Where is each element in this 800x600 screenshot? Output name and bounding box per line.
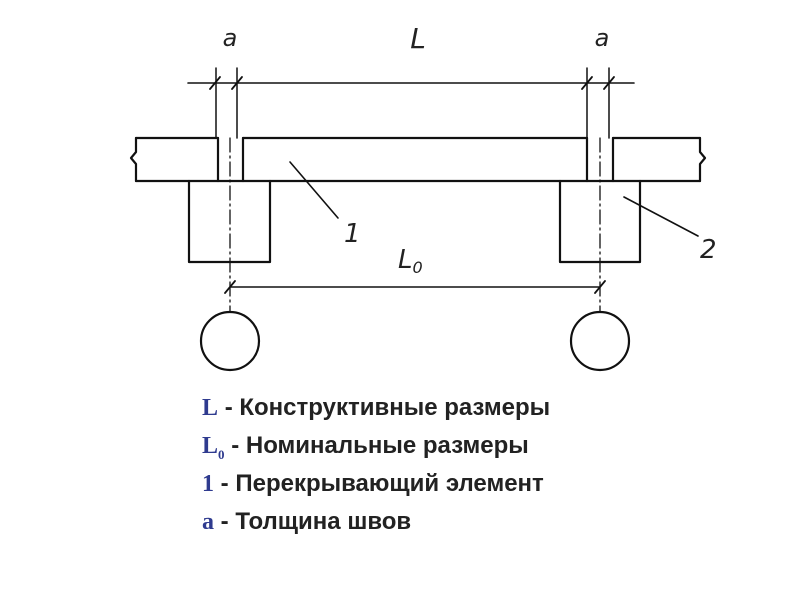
legend-item-L0: L0 - Номинальные размеры [202, 427, 550, 465]
legend-symbol: 1 [202, 471, 214, 497]
legend-subscript: 0 [218, 446, 225, 462]
legend: L - Конструктивные размеры L0 - Номиналь… [202, 389, 550, 541]
legend-dash: - [220, 508, 229, 535]
right-axis-circle [569, 310, 631, 372]
legend-dash: - [224, 394, 233, 421]
dim-label-a-right: a [595, 24, 610, 52]
legend-dash: - [220, 470, 229, 497]
callout-2: 2 [700, 235, 717, 265]
legend-item-a: a - Толщина швов [202, 503, 550, 541]
legend-text: Толщина швов [235, 508, 412, 535]
callout-1: 1 [344, 219, 361, 249]
slab-overlapping-element [129, 136, 707, 183]
leader-line-2 [623, 196, 699, 237]
legend-item-1: 1 - Перекрывающий элемент [202, 465, 550, 503]
legend-text: Номинальные размеры [245, 432, 529, 459]
leader-line-1 [289, 161, 339, 219]
legend-text: Конструктивные размеры [239, 394, 551, 421]
legend-symbol: a [202, 509, 214, 535]
nominal-dimension-ticks [224, 280, 606, 294]
legend-symbol: L [202, 395, 219, 421]
dim-label-a-left: a [223, 24, 238, 52]
extension-lines [215, 67, 610, 139]
dim-label-L: L [410, 22, 426, 55]
dim-label-L0: L0 [398, 245, 423, 277]
left-axis-circle [199, 310, 261, 372]
structural-diagram: a L a L0 1 2 [129, 22, 717, 372]
legend-symbol: L0 [202, 433, 225, 462]
legend-item-L: L - Конструктивные размеры [202, 389, 550, 427]
legend-text: Перекрывающий элемент [235, 470, 544, 497]
legend-dash: - [231, 432, 240, 459]
